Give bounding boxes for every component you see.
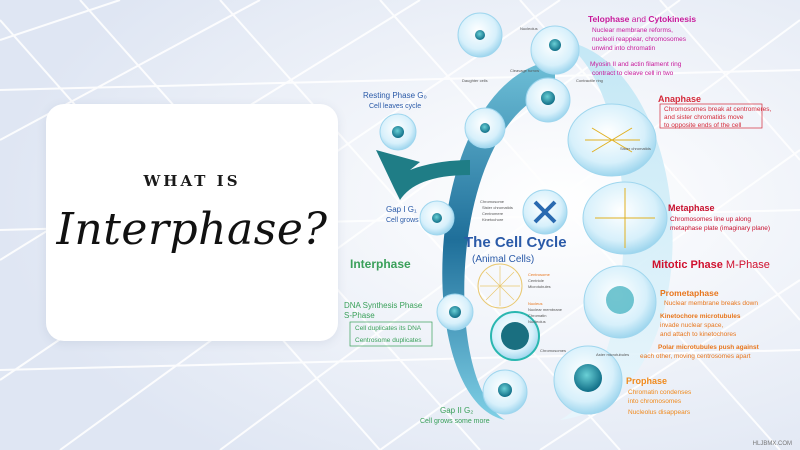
- cell-chromosome: [522, 189, 568, 235]
- telophase-line2: nucleoli reappear, chromosomes: [592, 36, 687, 43]
- anaphase-line2: and sister chromatids move: [664, 114, 744, 121]
- cell-anaphase: [567, 103, 657, 177]
- anaphase-line1: Chromosomes break at centromeres,: [664, 106, 771, 113]
- anaphase-box: [659, 103, 763, 129]
- prometaphase-line6: each other, moving centrosomes apart: [640, 353, 751, 360]
- watermark: HLJBMX.COM: [752, 441, 792, 447]
- label-contractile: Contractile ring: [576, 78, 603, 83]
- g1-title: Gap I G₁: [386, 205, 417, 214]
- label-centromere: Centromere: [482, 211, 504, 216]
- label-nucleolus-2: Nucleolus: [528, 319, 546, 324]
- telophase-title-and: and: [629, 14, 648, 24]
- prometaphase-line4: and attach to kinetochores: [660, 331, 737, 338]
- title-card: WHAT IS Interphase?: [46, 104, 338, 341]
- cell-g1: [419, 200, 455, 236]
- cell-prometaphase: [583, 265, 657, 339]
- prometaphase-line2: Kinetochore microtubules: [660, 313, 741, 320]
- label-chromosomes: Chromosomes: [540, 348, 566, 353]
- prometaphase-line1: Nuclear membrane breaks down: [664, 300, 758, 307]
- prophase-line1: Chromatin condenses: [628, 389, 692, 396]
- s-subtitle: S-Phase: [344, 311, 375, 320]
- label-nuclear-membrane: Nuclear membrane: [528, 307, 563, 312]
- cell-g2: [482, 369, 528, 415]
- anaphase-line3: to opposite ends of the cell: [664, 122, 742, 129]
- resting-arrow: [376, 150, 470, 200]
- prometaphase-line3: invade nuclear space,: [660, 322, 723, 329]
- cell-s: [436, 293, 474, 331]
- s-box: [349, 321, 433, 347]
- telophase-title: Telophase and Cytokinesis: [588, 14, 696, 24]
- metaphase-title: Metaphase: [668, 203, 715, 213]
- cell-center-nucleus: [490, 311, 540, 361]
- prophase-line3: Nucleolus disappears: [628, 409, 691, 416]
- label-nucleus: Nucleus: [528, 301, 542, 306]
- label-aster: Aster microtubules: [596, 352, 629, 357]
- label-chromosome: Chromosome: [480, 199, 505, 204]
- center-subtitle: (Animal Cells): [472, 254, 534, 265]
- cell-prophase: [553, 345, 623, 415]
- s-line2: Centrosome duplicates: [355, 337, 422, 344]
- prometaphase-title: Prometaphase: [660, 288, 719, 298]
- label-microtubules: Microtubules: [528, 284, 551, 289]
- g1-desc: Cell grows: [386, 217, 419, 224]
- g2-desc: Cell grows some more: [420, 418, 490, 425]
- mitotic-label-1: Mitotic Phase: [652, 259, 723, 271]
- metaphase-line2: metaphase plate (imaginary plane): [670, 225, 770, 232]
- cell-telophase-top: [457, 12, 503, 58]
- metaphase-line1: Chromosomes line up along: [670, 216, 751, 223]
- resting-desc: Cell leaves cycle: [369, 103, 421, 110]
- g2-title: Gap II G₂: [440, 406, 473, 415]
- telophase-line4: Myosin II and actin filament ring: [590, 61, 682, 68]
- prometaphase-line5: Polar microtubules push against: [658, 344, 760, 351]
- cell-centrosome: [477, 263, 523, 309]
- prophase-line2: into chromosomes: [628, 398, 682, 405]
- telophase-line1: Nuclear membrane reforms,: [592, 27, 673, 34]
- label-nucleolus: Nucleolus: [520, 26, 538, 31]
- label-kinetochore: Kinetochore: [482, 217, 504, 222]
- cell-daughter: [464, 107, 506, 149]
- label-cleavage: Cleavage furrow: [510, 68, 539, 73]
- label-chromatin: Chromatin: [528, 313, 546, 318]
- label-sister: Sister chromatids: [482, 205, 513, 210]
- s-line1: Cell duplicates its DNA: [355, 325, 422, 332]
- label-centrosome: Centrosome: [528, 272, 551, 277]
- telophase-title-b: Cytokinesis: [648, 14, 696, 24]
- cell-telophase: [530, 25, 580, 75]
- center-title: The Cell Cycle: [464, 234, 567, 251]
- mitotic-label-2: M-Phase: [726, 259, 770, 271]
- interphase-band: [442, 60, 555, 420]
- anaphase-title: Anaphase: [658, 94, 701, 104]
- cell-metaphase: [582, 181, 668, 255]
- interphase-label: Interphase: [350, 257, 411, 271]
- cell-cleavage: [525, 77, 571, 123]
- label-daughter: Daughter cells: [462, 78, 488, 83]
- card-kicker: WHAT IS: [143, 172, 241, 190]
- card-title: Interphase?: [56, 204, 328, 255]
- resting-title: Resting Phase G₀: [363, 91, 427, 100]
- telophase-title-a: Telophase: [588, 14, 630, 24]
- label-centriole: Centriole: [528, 278, 545, 283]
- cell-resting: [379, 113, 417, 151]
- s-title: DNA Synthesis Phase: [344, 301, 423, 310]
- prophase-title: Prophase: [626, 376, 667, 386]
- telophase-line5: contract to cleave cell in two: [592, 70, 674, 77]
- telophase-line3: unwind into chromatin: [592, 45, 656, 52]
- label-spindle: Sister chromatids: [620, 146, 651, 151]
